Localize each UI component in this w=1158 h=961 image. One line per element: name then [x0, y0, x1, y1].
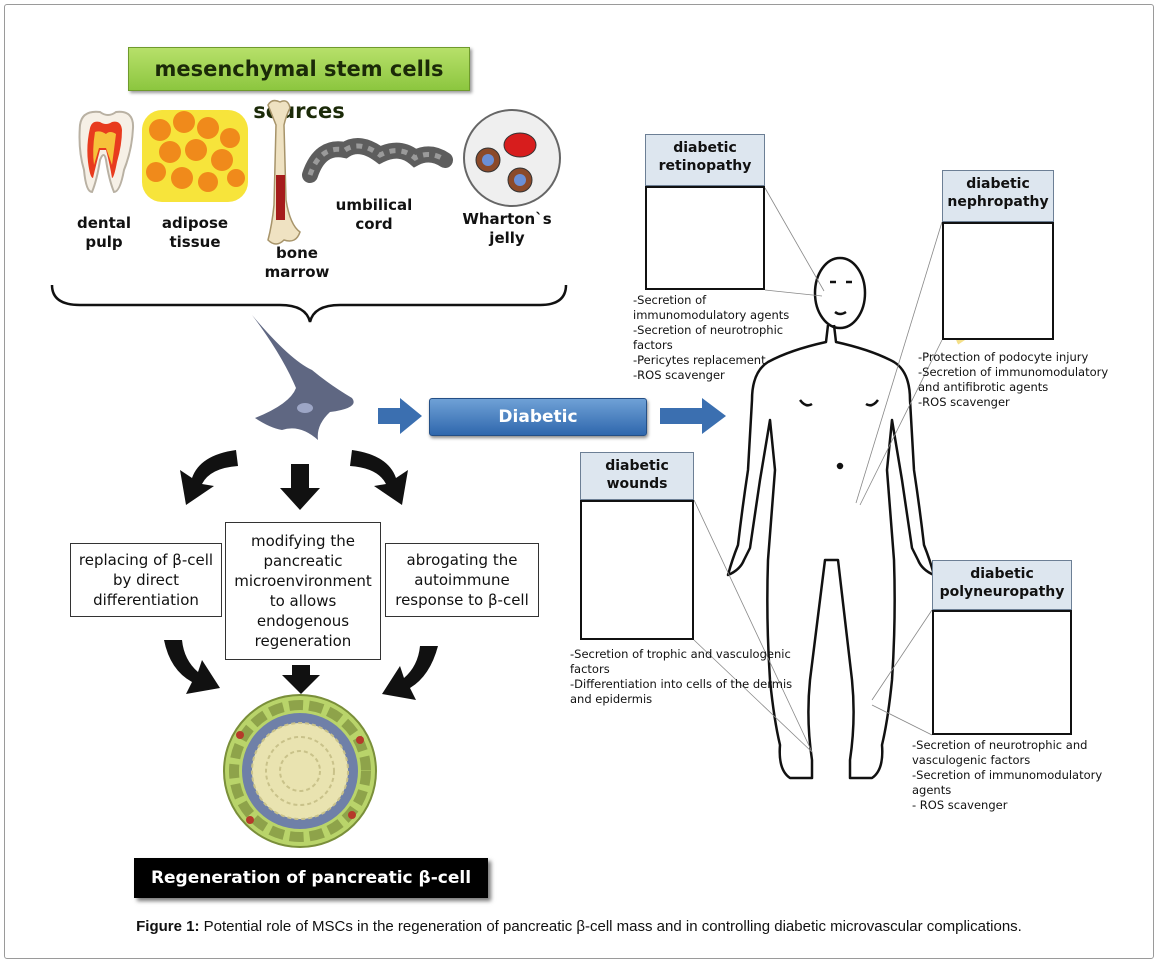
curved-arrow-right-icon	[350, 450, 408, 505]
retinopathy-bullets: -Secretion of immunomodulatory agents -S…	[633, 293, 790, 382]
diabetic-complications-label: Diabetic complications	[429, 398, 647, 463]
figure-frame	[4, 4, 1154, 959]
polyneuropathy-bullets: -Secretion of neurotrophic and vasculoge…	[912, 738, 1103, 812]
nephropathy-bullets: -Protection of podocyte injury -Secretio…	[918, 350, 1109, 409]
source-label-umbilical-cord: umbilical cord	[335, 196, 413, 233]
source-label-dental-pulp: dental pulp	[76, 214, 132, 251]
source-label-whartons-jelly: Wharton`s jelly	[462, 210, 552, 247]
regeneration-label: Regeneration of pancreatic β-cell mass	[134, 858, 488, 928]
stem-cell-icon	[252, 315, 354, 440]
polyneuropathy-title: diabetic polyneuropathy	[932, 560, 1072, 610]
retinopathy-image	[645, 186, 765, 290]
whartons-jelly-icon	[463, 109, 561, 207]
pancreatic-islet-icon	[223, 694, 377, 848]
caption-text: Potential role of MSCs in the regenerati…	[203, 918, 1022, 935]
bone-icon	[267, 99, 301, 245]
curved-arrow-lower-left-icon	[164, 640, 220, 694]
mechanism-autoimmune: abrogating the autoimmune response to β-…	[385, 543, 539, 617]
down-arrow-center-icon	[280, 464, 320, 510]
curved-arrow-left-icon	[180, 450, 238, 505]
wounds-bullets: -Secretion of trophic and vasculogenic f…	[570, 647, 793, 706]
arrow-to-body-icon	[660, 398, 726, 434]
tooth-icon	[78, 110, 135, 194]
connector-lines	[693, 187, 943, 753]
curved-arrow-lower-right-icon	[382, 646, 438, 700]
sources-title: mesenchymal stem cells sources	[128, 47, 470, 123]
mechanism-direct-differentiation: replacing of β-cell by direct differenti…	[70, 543, 222, 617]
retinopathy-title: diabetic retinopathy	[645, 134, 765, 186]
nephropathy-title: diabetic nephropathy	[942, 170, 1054, 222]
source-label-adipose-tissue: adipose tissue	[161, 214, 229, 251]
source-label-bone-marrow: bone marrow	[264, 244, 330, 281]
nephropathy-image	[942, 222, 1054, 340]
down-arrow-lower-center-icon	[282, 665, 320, 694]
mechanism-microenvironment: modifying the pancreatic microenvironmen…	[225, 522, 381, 660]
umbilical-cord-icon	[302, 138, 453, 183]
wounds-image	[580, 500, 694, 640]
caption-prefix: Figure 1:	[136, 918, 200, 935]
wounds-title: diabetic wounds	[580, 452, 694, 500]
arrow-to-complications-icon	[378, 398, 422, 434]
sources-brace	[50, 284, 568, 323]
figure-caption: Figure 1: Potential role of MSCs in the …	[0, 918, 1158, 935]
polyneuropathy-image	[932, 610, 1072, 735]
adipose-icon	[142, 110, 248, 202]
